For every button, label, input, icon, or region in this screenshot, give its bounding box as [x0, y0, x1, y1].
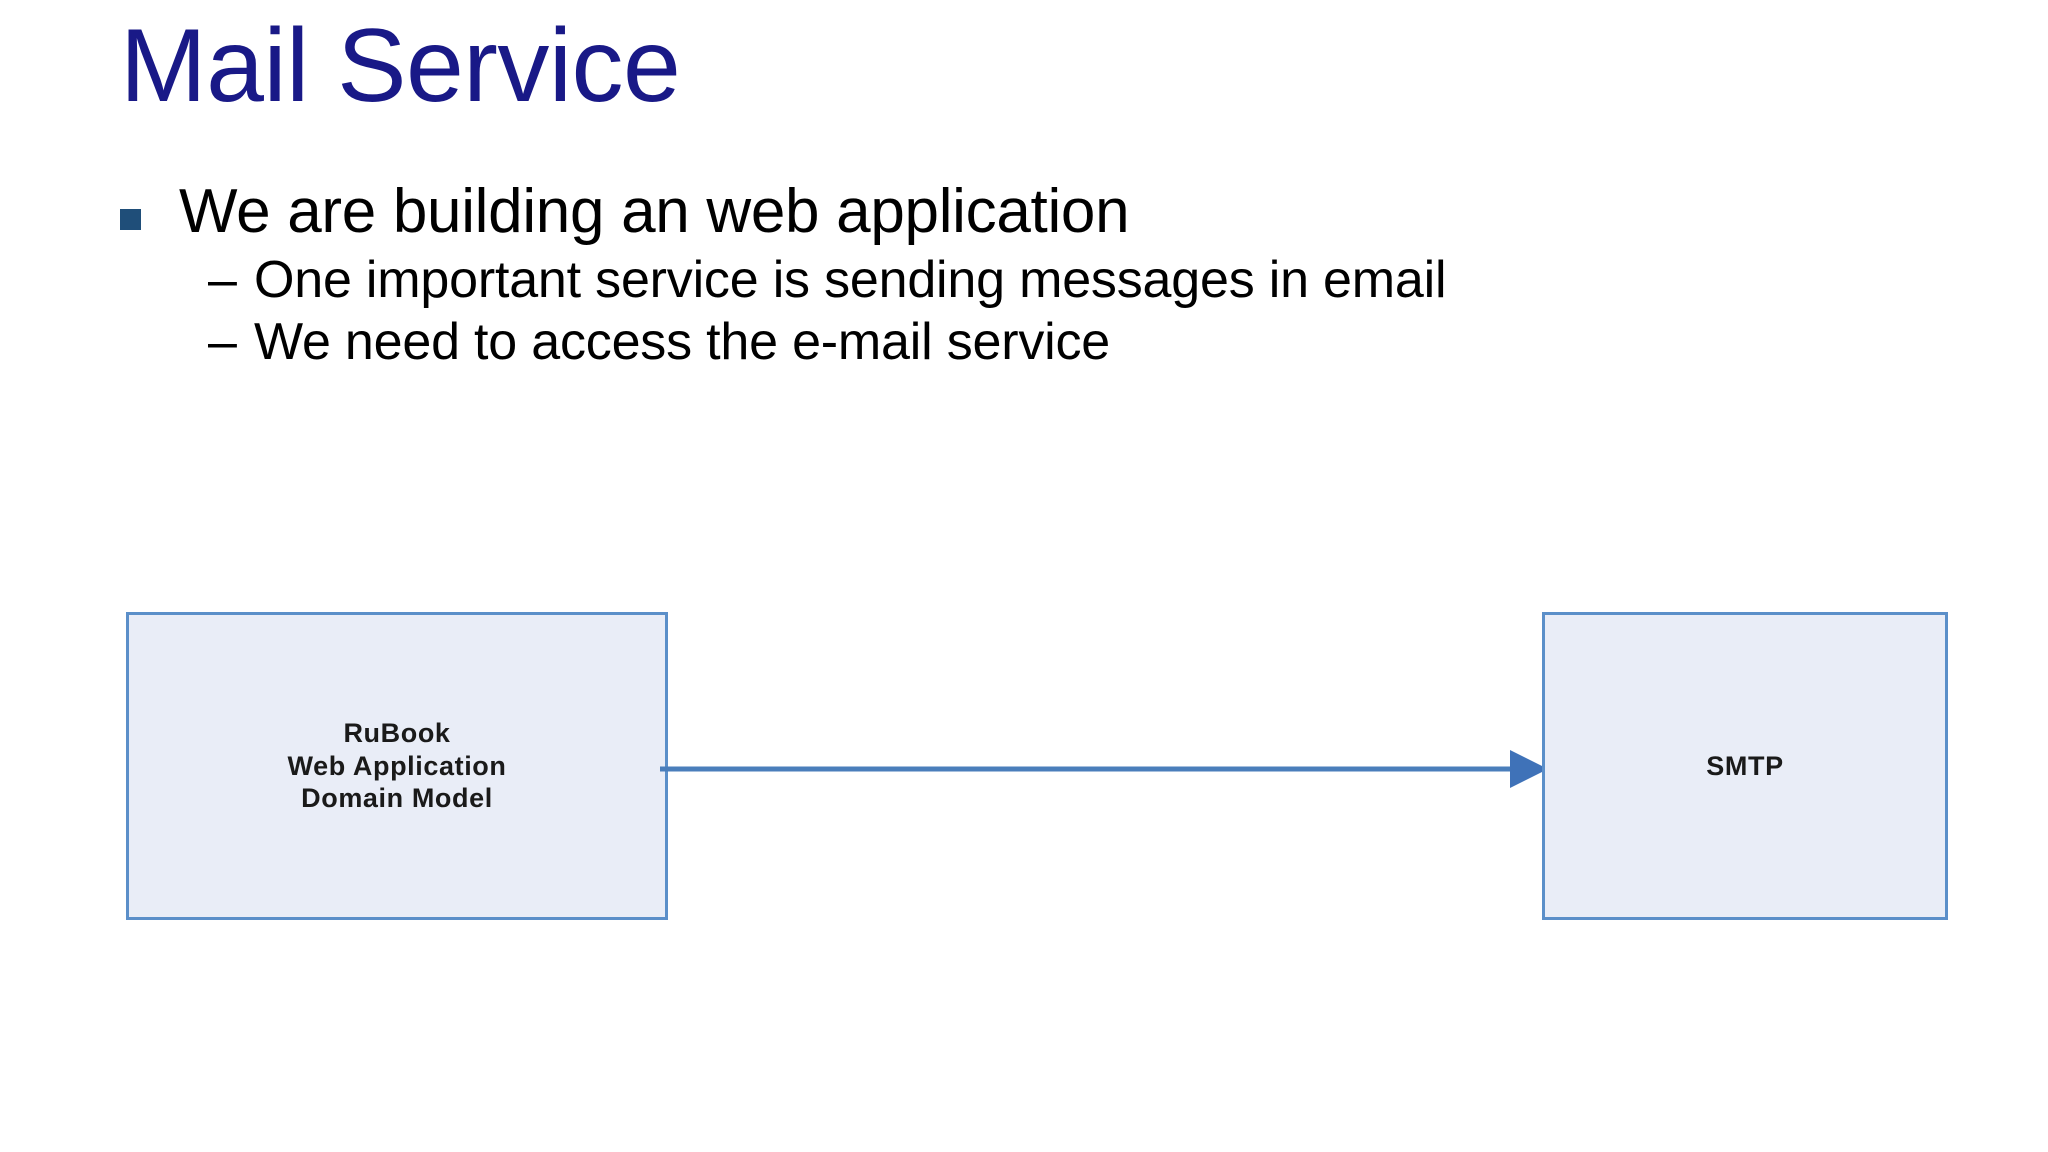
- bullet-level2: – We need to access the e-mail service: [208, 312, 1970, 374]
- bullet-level2-label: We need to access the e-mail service: [254, 312, 1111, 371]
- diagram-node-smtp-label-line1: SMTP: [1706, 750, 1784, 781]
- bullet-level1-label: We are building an web application: [179, 177, 1130, 246]
- dash-bullet-icon: –: [208, 250, 237, 309]
- arrow-head-icon: [1510, 750, 1548, 788]
- diagram-node-app-label-line1: RuBook: [343, 718, 451, 749]
- page-title: Mail Service: [120, 8, 681, 124]
- diagram-node-app-label: RuBook Web Application Domain Model: [287, 717, 506, 814]
- diagram-node-smtp[interactable]: SMTP: [1542, 612, 1948, 920]
- diagram-node-smtp-label: SMTP: [1706, 750, 1783, 782]
- diagram-node-app[interactable]: RuBook Web Application Domain Model: [126, 612, 668, 920]
- sub-bullet-list: – One important service is sending messa…: [120, 250, 1970, 374]
- bullet-level2-label: One important service is sending message…: [254, 250, 1447, 309]
- bullet-list: We are building an web application – One…: [120, 176, 1970, 374]
- square-bullet-icon: [120, 209, 141, 230]
- diagram-node-app-label-line2: Web Application: [287, 750, 507, 781]
- dash-bullet-icon: –: [208, 312, 237, 371]
- diagram-node-app-label-line3: Domain Model: [301, 783, 493, 814]
- bullet-level2: – One important service is sending messa…: [208, 250, 1970, 312]
- bullet-level1: We are building an web application: [120, 176, 1970, 248]
- diagram-edge-app-to-smtp[interactable]: [660, 740, 1550, 798]
